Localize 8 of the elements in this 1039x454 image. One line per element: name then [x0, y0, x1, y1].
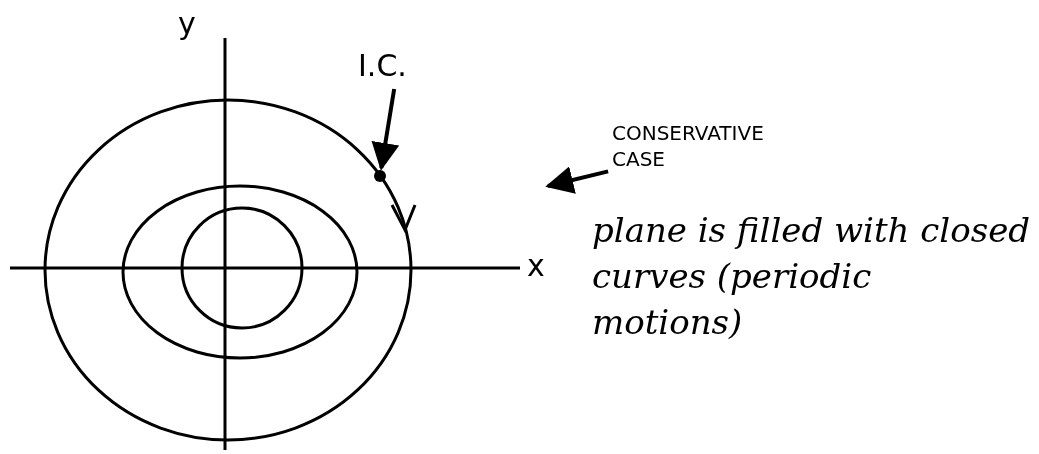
- initial-point-dot: [374, 170, 386, 182]
- case-heading: CONSERVATIVE CASE: [612, 120, 812, 172]
- leader-arrow: [371, 88, 400, 171]
- pointer-arrow: [545, 166, 609, 194]
- callout-label: I.C.: [358, 46, 438, 85]
- note-text: plane is filled with closed curves (periodic motions): [592, 209, 1032, 344]
- axis-label: y: [178, 5, 197, 43]
- axis-label: x: [527, 247, 546, 285]
